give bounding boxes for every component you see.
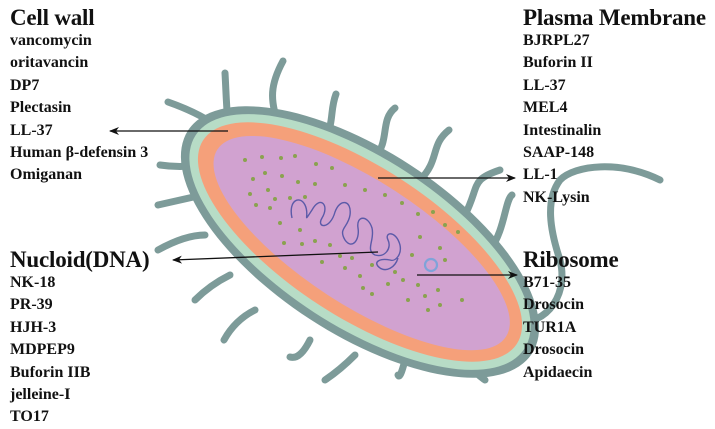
nucleoid-group: Nucloid(DNA) NK-18 PR-39 HJH-3 MDPEP9 Bu… xyxy=(10,247,150,429)
plasma-membrane-item: LL-1 xyxy=(523,166,558,184)
plasma-membrane-item: NK-Lysin xyxy=(523,188,590,206)
ribosome-title: Ribosome xyxy=(523,247,619,272)
nucleoid-item: HJH-3 xyxy=(10,318,57,336)
ribosome-item: TUR1A xyxy=(523,318,577,336)
cell-wall-item: DP7 xyxy=(10,76,40,94)
nucleoid-item: jelleine-I xyxy=(10,386,71,404)
ribosome-dots xyxy=(243,154,464,312)
plasma-membrane-group: Plasma Membrane BJRPL27 Buforin II LL-37… xyxy=(523,6,706,209)
cell-wall-item: vancomycin xyxy=(10,32,92,49)
cell-wall-group: Cell wall vancomycin oritavancin DP7 Ple… xyxy=(10,6,148,187)
cell-wall-item: Omiganan xyxy=(10,166,83,184)
plasma-membrane-item: SAAP-148 xyxy=(523,144,595,162)
plasma-membrane-item: LL-37 xyxy=(523,76,566,94)
nucleoid-title: Nucloid(DNA) xyxy=(10,247,150,272)
ribosome-group: Ribosome B71-35 Drosocin TUR1A Drosocin … xyxy=(523,248,619,384)
cell-wall-item: Plectasin xyxy=(10,99,72,117)
ribosome-item: B71-35 xyxy=(523,274,571,291)
dna-strand xyxy=(290,199,402,271)
nucleoid-item: Buforin IIB xyxy=(10,363,91,381)
cell-wall-title: Cell wall xyxy=(10,5,95,30)
nucleoid-item: PR-39 xyxy=(10,296,53,314)
nucleoid-arrow xyxy=(172,251,379,264)
cell-wall-item: oritavancin xyxy=(10,54,89,72)
cytoplasm xyxy=(213,135,510,351)
ribosome-item: Drosocin xyxy=(523,341,585,359)
plasma-membrane-item: MEL4 xyxy=(523,99,568,117)
plasma-membrane-title: Plasma Membrane xyxy=(523,5,706,30)
ribosome-item: Drosocin xyxy=(523,296,585,314)
nucleoid-item: NK-18 xyxy=(10,274,56,291)
plasma-membrane-item: BJRPL27 xyxy=(523,32,590,49)
cell-wall-item: Human β-defensin 3 xyxy=(10,144,149,162)
plasma-membrane-item: Intestinalin xyxy=(523,121,602,139)
ribosome-ring xyxy=(423,257,439,273)
nucleoid-item: MDPEP9 xyxy=(10,341,75,359)
cell-wall-item: LL-37 xyxy=(10,121,53,139)
flagellum xyxy=(506,163,664,326)
ribosome-item: Apidaecin xyxy=(523,363,593,381)
plasma-membrane-item: Buforin II xyxy=(523,54,593,72)
nucleoid-item: TO17 xyxy=(10,408,49,426)
